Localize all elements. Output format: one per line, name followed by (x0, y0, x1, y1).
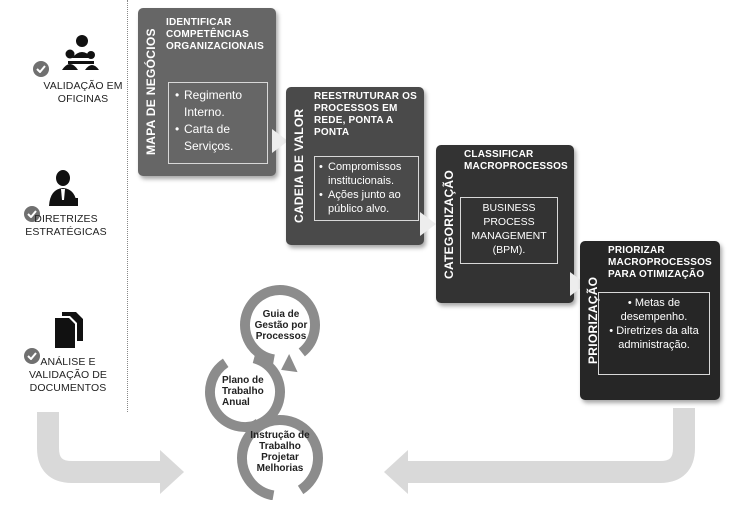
cycle-item-plano: Plano de Trabalho Anual (222, 375, 264, 408)
bullet-item: • Diretrizes da alta administração. (609, 325, 699, 351)
step-priorizacao: PRIORIZAÇÃO PRIORIZAR MACROPROCESSOS PAR… (580, 241, 720, 400)
left-flow-arrow (37, 412, 160, 483)
step-title: CLASSIFICAR MACROPROCESSOS (464, 149, 568, 172)
check-icon (24, 206, 40, 222)
documents-icon (55, 312, 83, 348)
step-details-box: • Metas de desempenho. • Diretrizes da a… (598, 292, 710, 375)
check-icon (33, 61, 49, 77)
step-cadeia-de-valor: CADEIA DE VALOR REESTRUTURAR OS PROCESSO… (286, 87, 424, 245)
cycle-rings (205, 285, 323, 500)
step-details-box: BUSINESS PROCESS MANAGEMENT (BPM). (460, 197, 558, 264)
cycle-item-guia: Guia de Gestão por Processos (254, 309, 308, 342)
step-details-box: Compromissos institucionais. Ações junto… (314, 156, 419, 221)
executive-person-icon (49, 170, 78, 206)
analise-label: ANÁLISE E VALIDAÇÃO DE DOCUMENTOS (28, 356, 108, 394)
cycle-item-instrucao: Instrução de Trabalho Projetar Melhorias (250, 430, 310, 474)
step-connector-arrow (272, 129, 288, 153)
step-title: REESTRUTURAR OS PROCESSOS EM REDE, PONTA… (314, 91, 418, 138)
step-vertical-label: CADEIA DE VALOR (292, 108, 306, 224)
step-mapa-de-negocios: MAPA DE NEGÓCIOS IDENTIFICAR COMPETÊNCIA… (138, 8, 276, 176)
right-flow-arrow (408, 408, 695, 483)
right-flow-arrowhead (384, 450, 408, 494)
bullet-item: Compromissos institucionais. (319, 160, 415, 188)
validacao-label: VALIDAÇÃO EM OFICINAS (43, 80, 123, 105)
diretrizes-label: DIRETRIZES ESTRATÉGICAS (25, 213, 107, 238)
check-icon (24, 348, 40, 364)
vertical-divider (127, 0, 128, 412)
step-title: IDENTIFICAR COMPETÊNCIAS ORGANIZACIONAIS (166, 17, 264, 52)
bullet-item: • Metas de desempenho. (620, 297, 688, 323)
left-flow-arrowhead (160, 450, 184, 494)
step-title: PRIORIZAR MACROPROCESSOS PARA OTIMIZAÇÃO (608, 245, 712, 280)
bullet-item: Carta de Serviços. (175, 121, 263, 155)
bullet-item: Regimento Interno. (175, 87, 263, 121)
meeting-people-icon (62, 35, 99, 70)
step-vertical-label: CATEGORIZAÇÃO (442, 169, 456, 279)
step-vertical-label: MAPA DE NEGÓCIOS (144, 28, 158, 156)
step-categorizacao: CATEGORIZAÇÃO CLASSIFICAR MACROPROCESSOS… (436, 145, 574, 303)
step-connector-arrow (420, 212, 436, 236)
bullet-item: Ações junto ao público alvo. (319, 188, 415, 216)
step-details-box: Regimento Interno. Carta de Serviços. (168, 82, 268, 164)
